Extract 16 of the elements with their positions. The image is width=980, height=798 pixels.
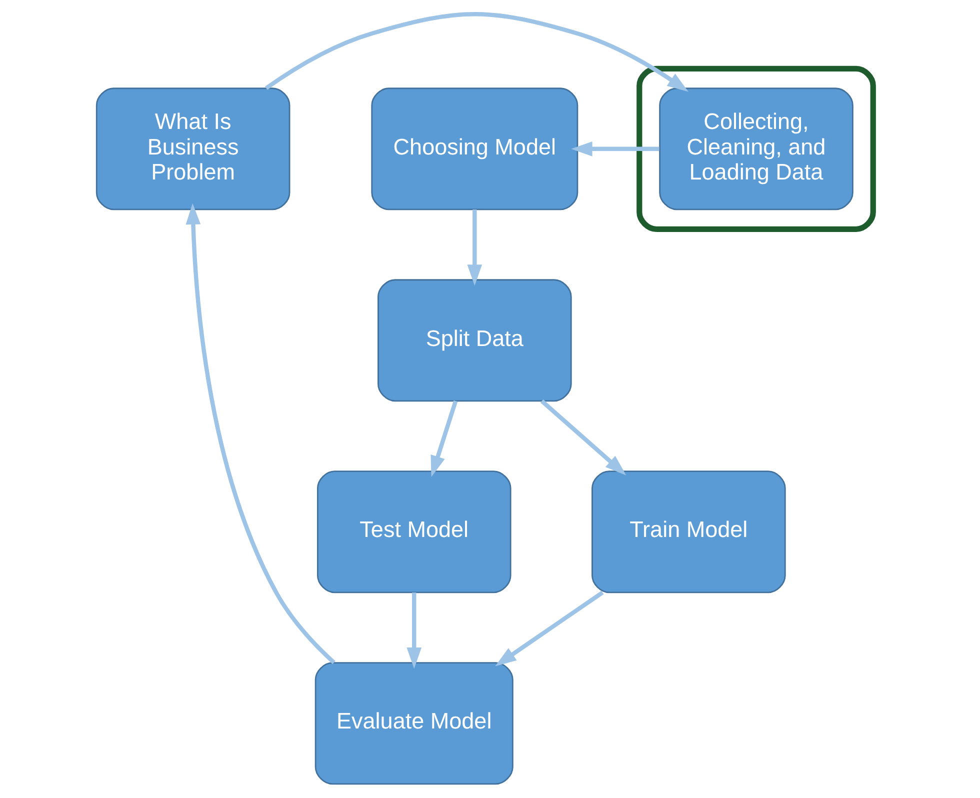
node-box: Split Data bbox=[377, 279, 572, 402]
arrow bbox=[406, 592, 422, 669]
arrow bbox=[430, 400, 458, 477]
arrow bbox=[494, 590, 604, 666]
arrow bbox=[540, 399, 626, 476]
node-box: What Is Business Problem bbox=[95, 88, 290, 210]
cluster bbox=[636, 66, 876, 232]
node-box: Evaluate Model bbox=[314, 662, 513, 785]
arrow bbox=[466, 210, 482, 286]
node-box: Collecting, Cleaning, and Loading Data bbox=[658, 88, 853, 210]
node-box: Choosing Model bbox=[370, 88, 578, 210]
arrow bbox=[264, 12, 688, 92]
arrow bbox=[570, 142, 659, 156]
arrow bbox=[185, 203, 335, 664]
node-box: Test Model bbox=[316, 470, 511, 594]
node-box: Train Model bbox=[591, 470, 786, 594]
